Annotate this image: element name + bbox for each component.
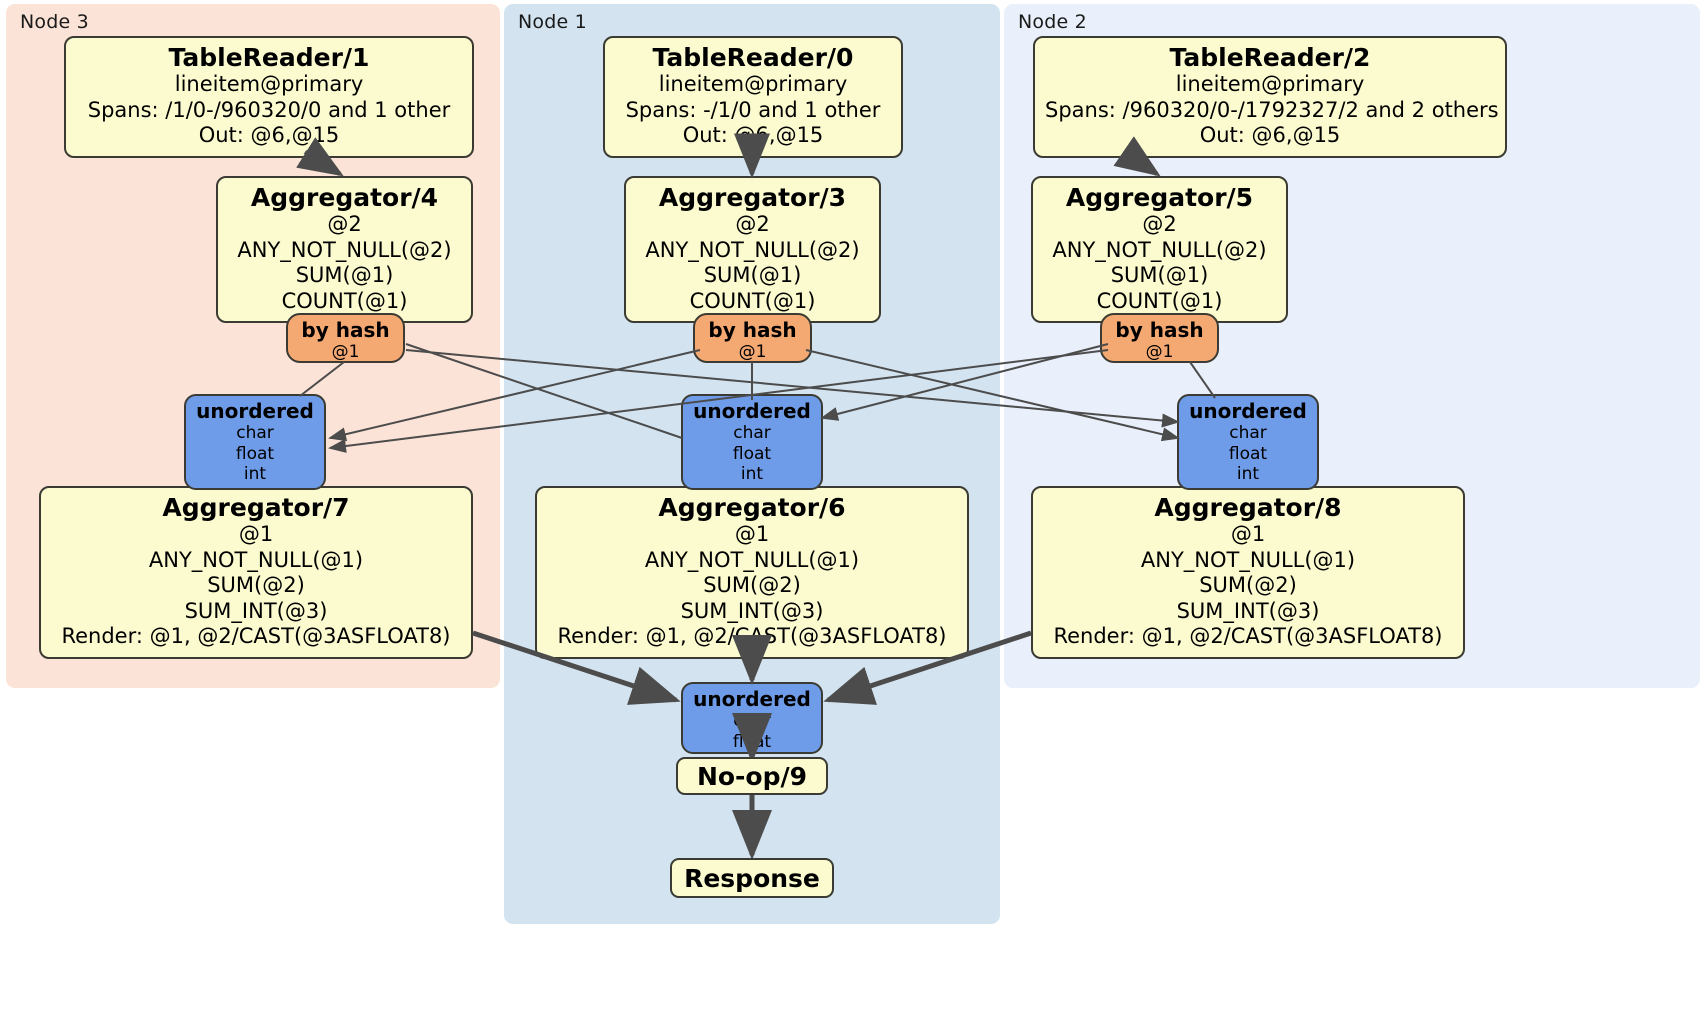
processor-line: ANY_NOT_NULL(@1)	[148, 547, 364, 572]
terminal-response[interactable]: Response	[670, 858, 834, 898]
synchronizer-line: float	[732, 731, 772, 752]
processor-line: Render: @1, @2/CAST(@3ASFLOAT8)	[1053, 624, 1443, 649]
router-line: @1	[738, 342, 767, 362]
processor-line: lineitem@primary	[658, 72, 848, 96]
processor-line: SUM(@2)	[207, 573, 305, 598]
router-by-hash-center[interactable]: by hash @1	[693, 313, 812, 363]
processor-line: Render: @1, @2/CAST(@3ASFLOAT8)	[557, 624, 947, 649]
processor-line: ANY_NOT_NULL(@2)	[1052, 237, 1267, 262]
processor-line: @1	[1230, 522, 1266, 546]
router-title: by hash	[1115, 318, 1204, 342]
synchronizer-line: int	[740, 463, 764, 484]
synchronizer-line: float	[732, 443, 772, 464]
processor-line: SUM(@1)	[703, 263, 802, 288]
processor-aggregator-3[interactable]: Aggregator/3 @2 ANY_NOT_NULL(@2) SUM(@1)…	[624, 176, 881, 324]
processor-tablereader-2[interactable]: TableReader/2 lineitem@primary Spans: /9…	[1033, 36, 1507, 158]
synchronizer-line: char	[733, 711, 771, 732]
processor-line: Out: @6,@15	[198, 123, 340, 148]
synchronizer-line: char	[733, 423, 771, 444]
processor-line: Out: @6,@15	[1199, 123, 1341, 148]
processor-line: COUNT(@1)	[689, 288, 816, 313]
node-panel-label-node1: Node 1	[518, 11, 587, 33]
processor-line: SUM_INT(@3)	[1176, 598, 1320, 623]
processor-line: COUNT(@1)	[281, 288, 408, 313]
synchronizer-unordered-left[interactable]: unordered char float int	[184, 394, 326, 490]
response-title: Response	[684, 863, 820, 893]
processor-line: @1	[238, 522, 274, 546]
processor-title: Aggregator/8	[1154, 493, 1342, 522]
router-by-hash-right[interactable]: by hash @1	[1100, 313, 1219, 363]
synchronizer-line: char	[236, 423, 274, 444]
processor-title: TableReader/1	[168, 43, 370, 72]
processor-aggregator-7[interactable]: Aggregator/7 @1 ANY_NOT_NULL(@1) SUM(@2)…	[39, 486, 473, 660]
synchronizer-unordered-final[interactable]: unordered char float	[681, 682, 823, 754]
processor-line: Spans: /1/0-/960320/0 and 1 other	[87, 97, 451, 122]
processor-title: TableReader/2	[1169, 43, 1371, 72]
processor-line: SUM(@2)	[1199, 573, 1297, 598]
processor-line: SUM_INT(@3)	[184, 598, 328, 623]
processor-line: @2	[327, 212, 362, 236]
synchronizer-title: unordered	[1189, 399, 1307, 423]
synchronizer-unordered-center[interactable]: unordered char float int	[681, 394, 823, 490]
processor-line: ANY_NOT_NULL(@2)	[237, 237, 452, 262]
router-line: @1	[1145, 342, 1174, 362]
processor-line: COUNT(@1)	[1096, 288, 1223, 313]
processor-title: Aggregator/3	[658, 183, 847, 212]
processor-title: Aggregator/7	[162, 493, 350, 522]
processor-line: ANY_NOT_NULL(@1)	[644, 547, 860, 572]
processor-line: Render: @1, @2/CAST(@3ASFLOAT8)	[61, 624, 451, 649]
processor-line: @1	[734, 522, 770, 546]
synchronizer-line: char	[1229, 423, 1267, 444]
processor-line: SUM(@2)	[703, 573, 801, 598]
processor-no-op-9[interactable]: No-op/9	[676, 757, 828, 795]
processor-title: Aggregator/5	[1065, 183, 1254, 212]
processor-title: TableReader/0	[652, 43, 854, 72]
node-panel-label-node2: Node 2	[1018, 11, 1087, 33]
synchronizer-line: float	[1228, 443, 1268, 464]
processor-title: Aggregator/4	[250, 183, 439, 212]
router-title: by hash	[301, 318, 390, 342]
synchronizer-unordered-right[interactable]: unordered char float int	[1177, 394, 1319, 490]
processor-line: ANY_NOT_NULL(@1)	[1140, 547, 1356, 572]
router-line: @1	[331, 342, 360, 362]
processor-aggregator-4[interactable]: Aggregator/4 @2 ANY_NOT_NULL(@2) SUM(@1)…	[216, 176, 473, 324]
router-title: by hash	[708, 318, 797, 342]
processor-tablereader-1[interactable]: TableReader/1 lineitem@primary Spans: /1…	[64, 36, 474, 158]
processor-tablereader-0[interactable]: TableReader/0 lineitem@primary Spans: -/…	[603, 36, 903, 158]
node-panel-label-node3: Node 3	[20, 11, 89, 33]
processor-line: Out: @6,@15	[682, 123, 824, 148]
synchronizer-line: int	[243, 463, 267, 484]
synchronizer-line: int	[1236, 463, 1260, 484]
processor-line: SUM_INT(@3)	[680, 598, 824, 623]
processor-line: @2	[1142, 212, 1177, 236]
synchronizer-title: unordered	[693, 687, 811, 711]
synchronizer-title: unordered	[196, 399, 314, 423]
processor-aggregator-8[interactable]: Aggregator/8 @1 ANY_NOT_NULL(@1) SUM(@2)…	[1031, 486, 1465, 660]
processor-line: lineitem@primary	[174, 72, 364, 96]
processor-line: Spans: -/1/0 and 1 other	[625, 97, 881, 122]
processor-line: Spans: /960320/0-/1792327/2 and 2 others	[1045, 97, 1499, 122]
processor-title: Aggregator/6	[658, 493, 846, 522]
processor-line: SUM(@1)	[295, 263, 394, 288]
synchronizer-line: float	[235, 443, 275, 464]
processor-line: SUM(@1)	[1110, 263, 1209, 288]
processor-line: lineitem@primary	[1175, 72, 1365, 96]
processor-line: ANY_NOT_NULL(@2)	[645, 237, 860, 262]
processor-aggregator-5[interactable]: Aggregator/5 @2 ANY_NOT_NULL(@2) SUM(@1)…	[1031, 176, 1288, 324]
router-by-hash-left[interactable]: by hash @1	[286, 313, 405, 363]
processor-line: @2	[735, 212, 770, 236]
no-op-title: No-op/9	[696, 761, 808, 791]
synchronizer-title: unordered	[693, 399, 811, 423]
processor-aggregator-6[interactable]: Aggregator/6 @1 ANY_NOT_NULL(@1) SUM(@2)…	[535, 486, 969, 660]
